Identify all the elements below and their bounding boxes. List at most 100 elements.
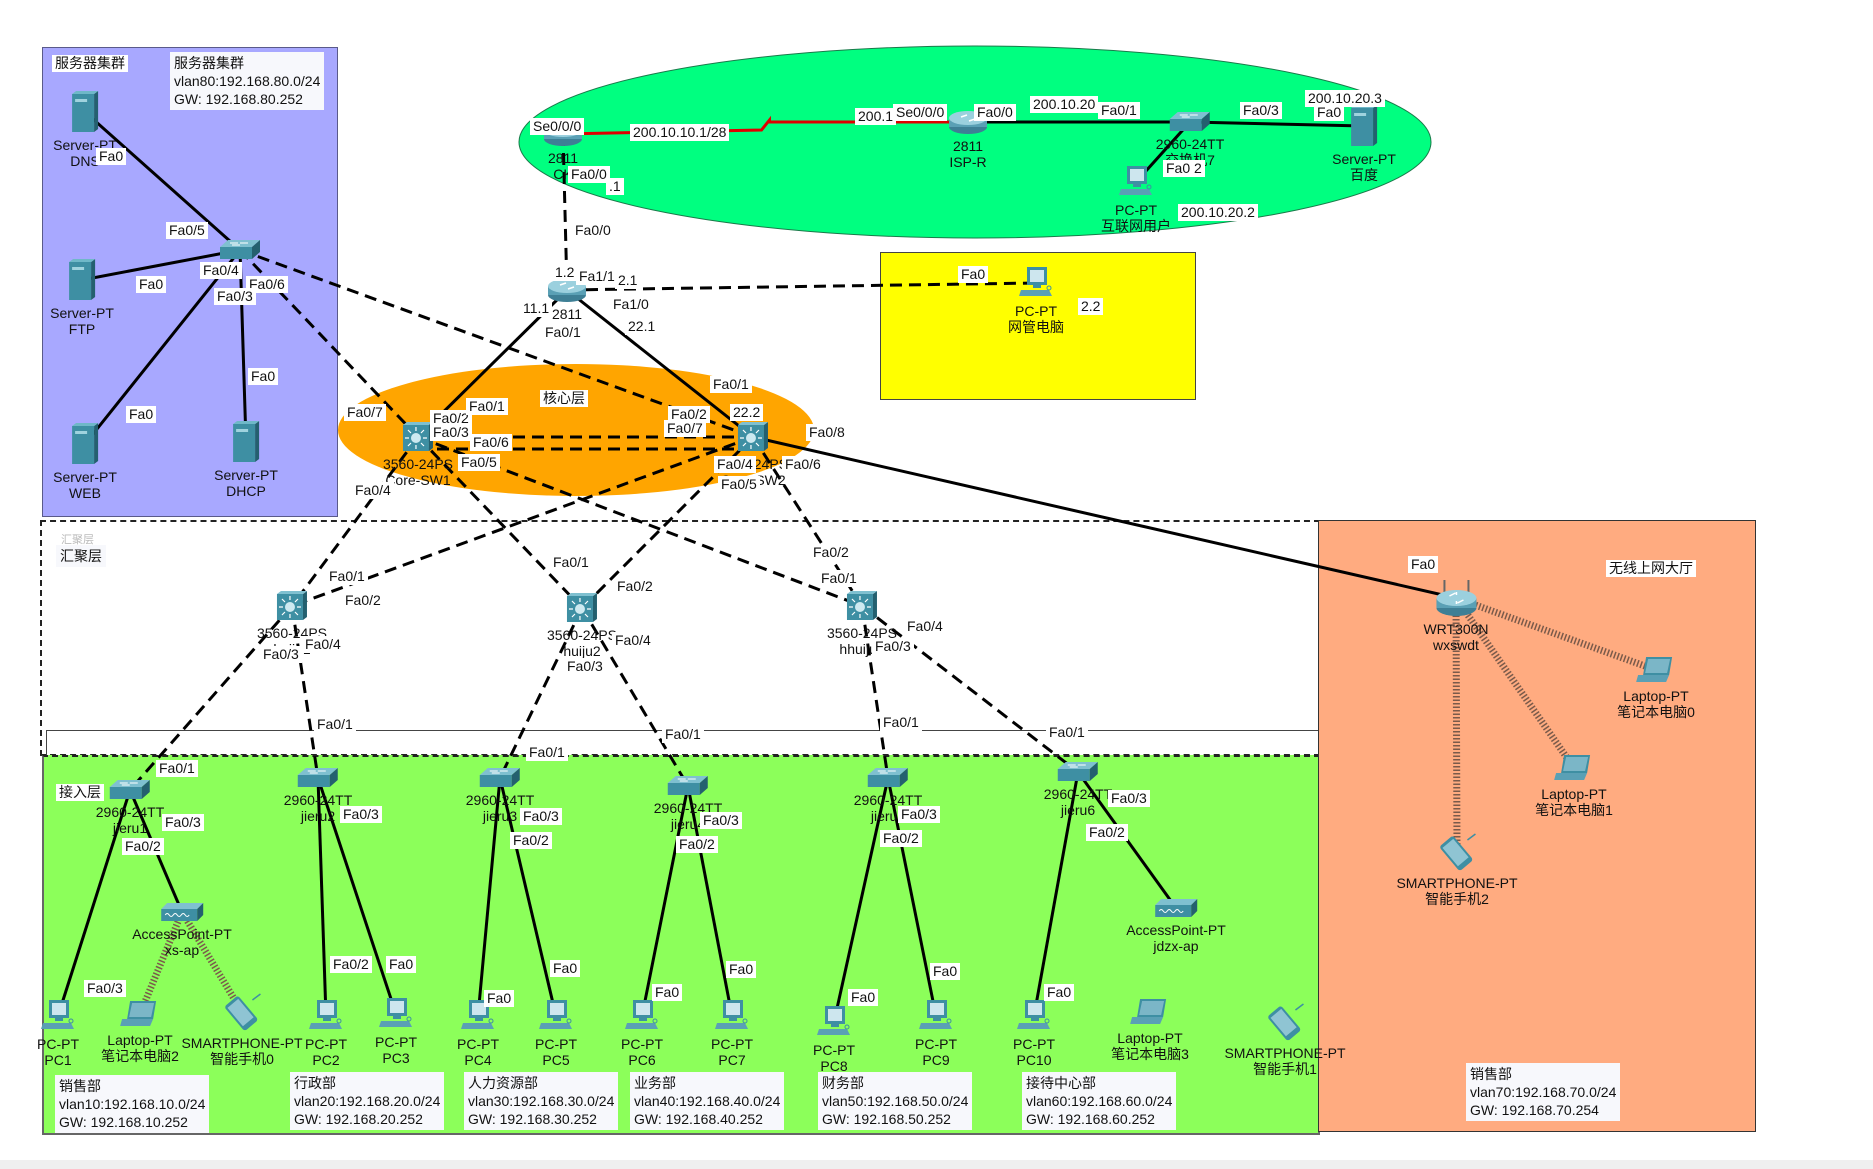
link-cross-core2-hj1[interactable] — [291, 435, 754, 608]
link-straight-j5-pc8[interactable] — [832, 777, 890, 1023]
server-icon — [53, 422, 117, 469]
link-straight-j2-pc3[interactable] — [316, 777, 398, 1015]
device-name: 笔记本电脑0 — [1617, 704, 1695, 720]
link-straight-j3-pc4[interactable] — [476, 777, 502, 1017]
port-label: Fa0/1 — [542, 324, 584, 341]
switch-icon — [854, 767, 922, 792]
port-label: Fa0/4 — [612, 632, 654, 649]
device-model: PC-PT — [915, 1036, 957, 1052]
device-name: ISP-R — [949, 154, 987, 170]
link-cross-hj3-j6[interactable] — [861, 604, 1079, 774]
distribution-ghost-label: 汇聚层 — [61, 534, 94, 546]
device-name: huiju2 — [563, 643, 601, 659]
link-straight-j2-pc2[interactable] — [316, 777, 328, 1017]
link-serial[interactable] — [562, 115, 968, 136]
link-straight-j3-pc5[interactable] — [498, 777, 558, 1017]
port-label: Fa0/3 — [700, 812, 742, 829]
port-label: Fa0/6 — [246, 276, 288, 293]
link-straight-core2-wrt[interactable] — [752, 435, 1457, 600]
link-cross-hj1-j2[interactable] — [290, 605, 320, 779]
port-label: Fa0/1 — [818, 570, 860, 587]
port-label: 22.1 — [625, 318, 659, 335]
server-icon — [1332, 104, 1396, 151]
link-straight-j4-pc6[interactable] — [640, 785, 690, 1017]
link-cross-core2-hj3[interactable] — [751, 436, 864, 607]
link-wireless-wrt-ph2[interactable] — [1452, 597, 1461, 853]
link-straight-ftp-srvsw[interactable] — [81, 248, 241, 282]
device-name: 笔记本电脑2 — [101, 1048, 179, 1064]
link-wireless-wrt-lap1[interactable] — [1453, 596, 1577, 770]
port-label: Fa0 — [96, 148, 127, 165]
device-model: SMARTPHONE-PT — [181, 1035, 303, 1051]
link-straight-sw7-baidu[interactable] — [1189, 120, 1365, 128]
link-straight-dns-srvsw[interactable] — [84, 110, 241, 252]
link-cross-hj3-j5[interactable] — [860, 605, 890, 779]
link-cross-hj2-j3[interactable] — [498, 607, 584, 779]
l3switch-icon — [257, 590, 327, 625]
link-cross-core1-hj2[interactable] — [416, 435, 584, 610]
link-cross-core1-hj1[interactable] — [290, 436, 420, 607]
device-model: Laptop-PT — [107, 1032, 173, 1048]
link-cross-hj1-j1[interactable] — [128, 605, 294, 791]
vlan-gw: GW: 192.168.50.252 — [822, 1111, 951, 1127]
port-label: Fa0/8 — [806, 424, 848, 441]
link-cross-hj2-j4[interactable] — [580, 607, 690, 787]
device-name: PC8 — [820, 1058, 848, 1074]
link-straight-r-core2[interactable] — [566, 288, 754, 439]
link-straight-web-srvsw[interactable] — [83, 249, 242, 445]
link-cross-srvsw-core2[interactable] — [239, 248, 754, 439]
vlan-box-finance: 财务部 vlan50:192.168.50.0/24 GW: 192.168.5… — [818, 1072, 973, 1130]
device-name: 笔记本电脑3 — [1111, 1046, 1189, 1062]
link-straight-j4-pc7[interactable] — [686, 785, 734, 1017]
link-straight-dhcp-srvsw[interactable] — [238, 249, 248, 443]
port-label: Fa0/1 — [880, 714, 922, 731]
device-srvsw[interactable] — [218, 239, 262, 264]
link-cross-ck-r[interactable] — [561, 133, 569, 291]
link-straight-j5-pc9[interactable] — [886, 777, 938, 1017]
link-cross-r-mgmt[interactable] — [566, 281, 1037, 292]
wireless-vlan-subnet: vlan70:192.168.70.0/24 — [1470, 1084, 1617, 1100]
smartphone-icon — [1396, 832, 1517, 875]
link-straight-j1-pc1[interactable] — [56, 789, 132, 1017]
pc-icon — [1101, 165, 1171, 202]
link-straight-j6-pc10[interactable] — [1032, 771, 1080, 1017]
port-label: Fa0/1 — [710, 376, 752, 393]
link-wireless-xsap-lap2[interactable] — [136, 910, 186, 1016]
access-zone-title: 接入层 — [56, 784, 104, 801]
link-wireless-wrt-lap0[interactable] — [1454, 594, 1658, 674]
